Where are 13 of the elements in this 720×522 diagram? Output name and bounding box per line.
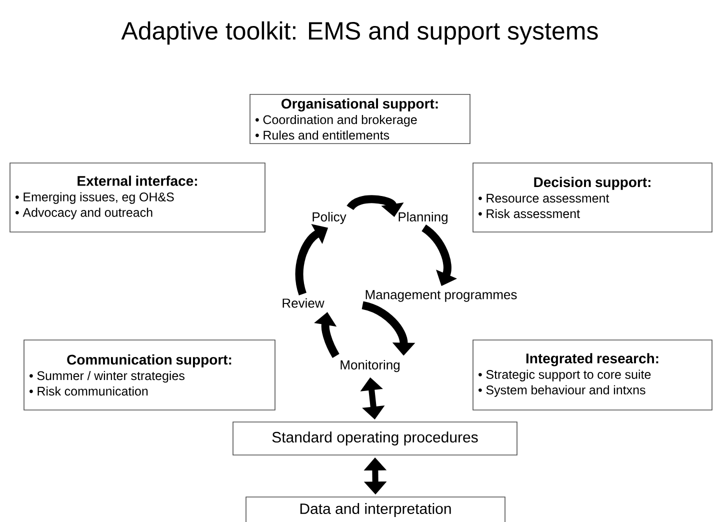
cycle-label: Monitoring [340, 360, 400, 372]
text-box: Decision support: • Resource assessment • Risk assessment [472, 162, 712, 232]
cycle-label: Management programmes [366, 290, 517, 302]
text-box: External interface: • Emerging issues, eg OH&S • Advocacy and outreach [10, 162, 266, 232]
process-box: Data and interpretation [246, 496, 506, 522]
text-box: Communication support: • Summer / winter strategies • Risk communication [24, 340, 276, 410]
process-box: Standard operating procedures [232, 422, 518, 456]
title: Adaptive toolkit: EMS and support systems [121, 21, 598, 45]
cycle-label: Policy [312, 212, 346, 224]
text-box: Integrated research: • Strategic support to core suite • System behaviour and intxns [472, 340, 712, 410]
cycle-label: Planning [398, 212, 448, 224]
cycle-label: Review [282, 298, 324, 308]
text-box: Organisational support: • Coordination and brokerage • Rules and entitlements [250, 94, 470, 144]
